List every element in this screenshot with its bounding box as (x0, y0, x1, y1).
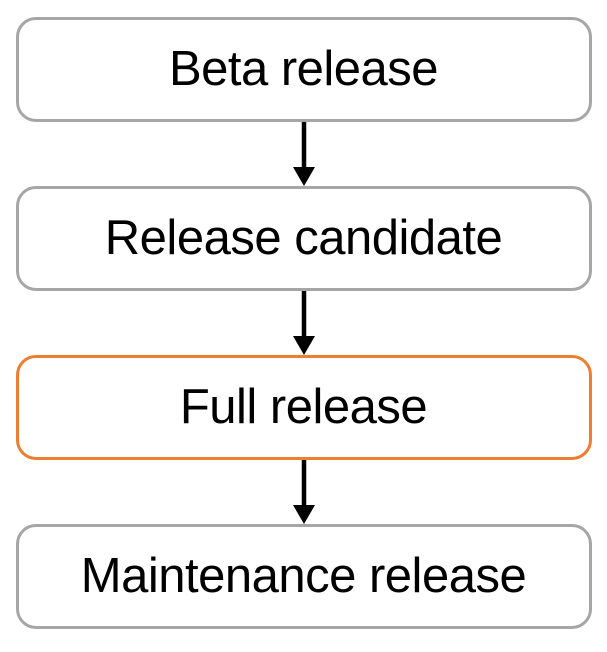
down-arrow-icon (282, 460, 326, 524)
down-arrow-icon (282, 122, 326, 186)
node-maintenance-release: Maintenance release (15, 524, 592, 629)
node-label-full-release: Full release (179, 380, 428, 434)
node-beta-release: Beta release (15, 17, 592, 122)
down-arrow-icon (282, 291, 326, 355)
node-label-beta-release: Beta release (168, 42, 439, 96)
node-release-candidate: Release candidate (15, 186, 592, 291)
node-full-release: Full release (15, 355, 592, 460)
node-label-release-candidate: Release candidate (104, 211, 503, 265)
node-label-maintenance-release: Maintenance release (80, 549, 527, 603)
